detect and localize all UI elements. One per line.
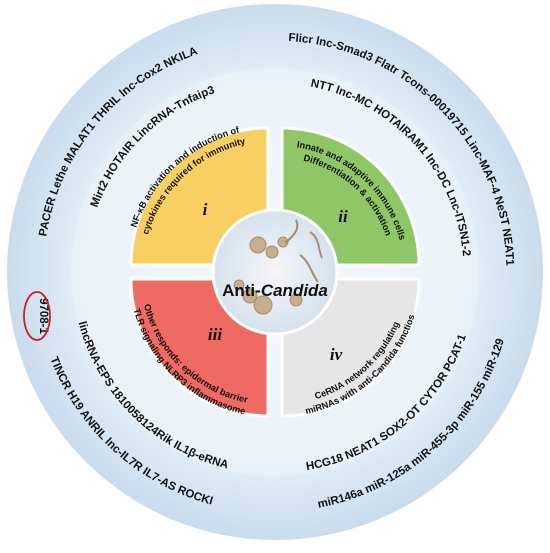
numeral-ii: ii xyxy=(338,207,348,226)
center-circle xyxy=(211,208,339,336)
circled-label-text: 9708-1 xyxy=(37,298,49,334)
red-circle-mark xyxy=(23,291,51,341)
numeral-iv: iv xyxy=(330,345,343,364)
circled-label-9708-1: 9708-1 xyxy=(23,291,51,341)
center-title: Anti-Candida xyxy=(222,281,328,300)
candida-cells-illustration xyxy=(233,219,323,315)
numeral-iii: iii xyxy=(208,325,222,344)
numeral-i: i xyxy=(203,200,208,219)
